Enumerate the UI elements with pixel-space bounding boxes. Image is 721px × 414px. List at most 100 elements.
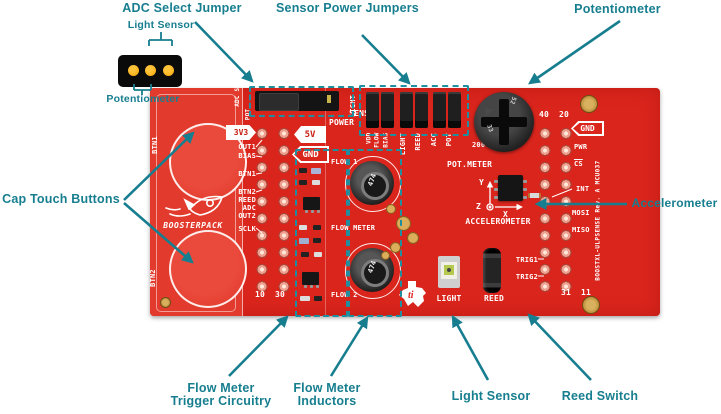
label-light-sensor: Light Sensor — [451, 389, 531, 403]
sensor-power-jumper-post — [400, 92, 413, 128]
right-header-pads-col1 — [539, 125, 551, 295]
sot23-transistor — [302, 272, 319, 285]
pin-label-bias: BIAS — [238, 152, 256, 160]
svg-text:ti: ti — [408, 290, 414, 301]
sensor-power-jumper-post — [381, 92, 394, 128]
left-header-pads-col1 — [256, 125, 268, 295]
copper-via — [386, 204, 396, 214]
channel-label-pot: POT — [445, 133, 453, 147]
pin-label-trig1: TRIG1 — [515, 256, 538, 264]
transistor-leg — [311, 210, 314, 213]
label-flow-meter-trigger: Flow Meter Trigger Circuitry — [170, 381, 272, 408]
flow-meter-silkscreen: FLOW METER — [331, 224, 376, 232]
btn2-silkscreen: BTN2 — [149, 269, 157, 287]
arrow-inductors — [329, 315, 369, 377]
pin-label-sclk: SCLK — [238, 225, 256, 233]
right-header-pads-col2 — [560, 125, 572, 295]
pin-label-reed: REED — [238, 196, 256, 204]
pin-label-cs: CS — [574, 160, 583, 168]
pin-label-pwr: PWR — [574, 143, 588, 151]
board-part-number: BOOSTXL-ULPSENSE Rev. A MCU037 — [594, 160, 602, 281]
right-pin-numbers-bottom: 31 11 — [560, 288, 592, 297]
reed-switch-component — [483, 248, 501, 293]
smd-component — [311, 168, 321, 174]
copper-via — [407, 232, 419, 244]
copper-via — [381, 251, 390, 260]
light-sensor-aperture — [447, 268, 451, 272]
smd-component — [312, 180, 320, 185]
smd-component — [299, 238, 309, 244]
cap-touch-button-2 — [169, 230, 247, 308]
pin-label-btn1: BTN1 — [238, 170, 256, 178]
label-potentiometer: Potentiometer — [574, 2, 661, 16]
label-accelerometer: Accelerometer — [631, 196, 718, 210]
legend-dot — [128, 65, 139, 76]
mounting-hole — [580, 95, 598, 113]
sensor-power-jumper-post — [415, 92, 428, 128]
rocket-logo — [165, 195, 224, 217]
arrow-sensor-power — [361, 34, 411, 85]
label-reed-switch: Reed Switch — [561, 389, 639, 403]
pin-label-out1: OUT1 — [238, 143, 256, 151]
axis-z-label: Z — [476, 202, 482, 211]
label-cap-touch-buttons: Cap Touch Buttons — [2, 192, 120, 206]
fiducial-dot — [160, 297, 171, 308]
flow2-silkscreen: FLOW 2 — [331, 291, 358, 299]
smd-component — [300, 296, 310, 301]
axis-x-label: X — [503, 210, 509, 219]
chip-pin — [523, 180, 527, 183]
pin-label-miso: MISO — [572, 226, 590, 234]
right-pin-numbers-top: 40 20 — [538, 110, 570, 119]
chip-pin — [494, 180, 498, 183]
smd-component — [314, 252, 322, 257]
transistor-leg — [304, 285, 307, 288]
left-header-pads-col2 — [278, 125, 290, 295]
transistor-leg — [310, 285, 313, 288]
label-sensor-power-jumpers: Sensor Power Jumpers — [276, 1, 419, 15]
smd-component — [313, 225, 321, 230]
channel-label-acc: ACC — [430, 133, 438, 147]
transistor-leg — [317, 210, 320, 213]
5v-tag: 5V — [294, 126, 326, 143]
arrow-light-sensor — [451, 314, 490, 381]
light-silkscreen: LIGHT — [436, 294, 462, 303]
smd-component — [301, 252, 309, 257]
boosterpack-silkscreen: BOOSTERPACK — [163, 221, 223, 230]
accelerometer-chip — [498, 175, 523, 201]
transistor-leg — [316, 285, 319, 288]
smd-component — [299, 225, 307, 230]
sot23-transistor — [303, 197, 320, 210]
ti-logo: ti — [399, 281, 426, 307]
adc-jumper-callout-box — [249, 86, 354, 117]
legend-potentiometer-label: Potentiometer — [106, 93, 180, 105]
copper-via — [396, 216, 411, 231]
pcb-seam-line — [325, 88, 326, 316]
accelerometer-silkscreen: ACCELEROMETER — [465, 217, 531, 226]
smd-component — [299, 180, 307, 185]
axis-y-label: Y — [479, 178, 485, 187]
mounting-hole — [582, 296, 600, 314]
transistor-leg — [305, 210, 308, 213]
pin-label-adc: ADC — [242, 204, 256, 212]
legend-light-sensor-label: Light Sensor — [127, 19, 195, 31]
3v3-tag: 3V3 — [226, 125, 256, 140]
pin-label-mosi: MOSI — [572, 209, 590, 217]
legend-dot — [145, 65, 156, 76]
pot-meter-silkscreen: POT.METER — [447, 160, 493, 169]
label-flow-meter-inductors: Flow Meter Inductors — [293, 381, 361, 408]
chip-pin — [523, 188, 527, 191]
sensor-power-jumper-post — [433, 92, 446, 128]
legend-dot — [163, 65, 174, 76]
inductors-callout-box — [348, 149, 402, 317]
pin-label-int: INT — [576, 185, 590, 193]
chip-pin — [494, 196, 498, 199]
inductor1-core — [361, 172, 389, 200]
pot-slot — [499, 99, 509, 145]
pin-label-trig2: TRIG2 — [515, 273, 538, 281]
left-pin-numbers: 10 30 — [254, 290, 286, 299]
sensor-power-jumper-post — [366, 92, 379, 128]
jumper-pin — [327, 95, 331, 103]
channel-label-reed: REED — [414, 133, 422, 151]
